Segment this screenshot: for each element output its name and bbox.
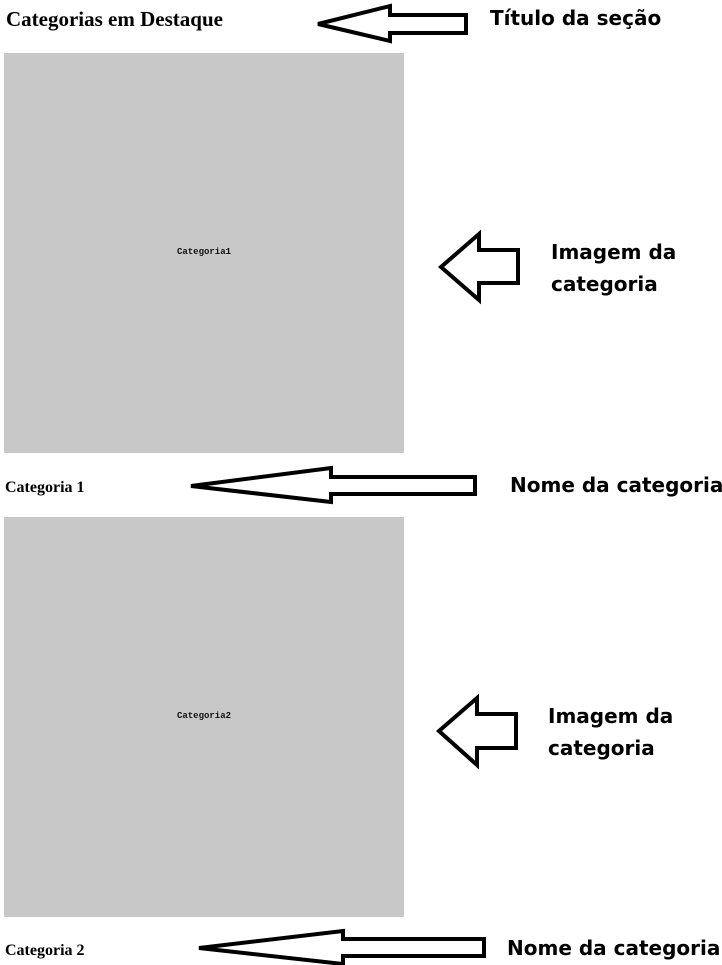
category-name-1-arrow-icon xyxy=(190,465,477,505)
section-title-arrow-icon xyxy=(317,3,468,44)
category-image-1-placeholder-text: Categoria1 xyxy=(176,247,231,257)
category-image-2[interactable]: Categoria2 xyxy=(4,517,404,917)
annotation-category-image-1-line1: Imagem da xyxy=(551,240,677,264)
category-name-2[interactable]: Categoria 2 xyxy=(5,942,85,959)
annotation-section-title: Título da seção xyxy=(490,6,662,30)
annotation-category-image-2-line1: Imagem da xyxy=(548,704,674,728)
category-image-1[interactable]: Categoria1 xyxy=(4,53,404,453)
category-image-2-placeholder-text: Categoria2 xyxy=(176,711,231,721)
annotation-category-image-1-line2: categoria xyxy=(551,272,658,296)
annotation-category-name-2: Nome da categoria xyxy=(507,936,721,960)
annotation-category-image-2-line2: categoria xyxy=(548,736,655,760)
category-name-2-arrow-icon xyxy=(198,928,486,965)
category-image-1-arrow-icon xyxy=(437,229,520,305)
category-image-2-arrow-icon xyxy=(435,693,518,770)
category-name-1[interactable]: Categoria 1 xyxy=(5,479,85,496)
section-title: Categorias em Destaque xyxy=(6,7,223,31)
annotation-category-name-1: Nome da categoria xyxy=(510,473,722,497)
